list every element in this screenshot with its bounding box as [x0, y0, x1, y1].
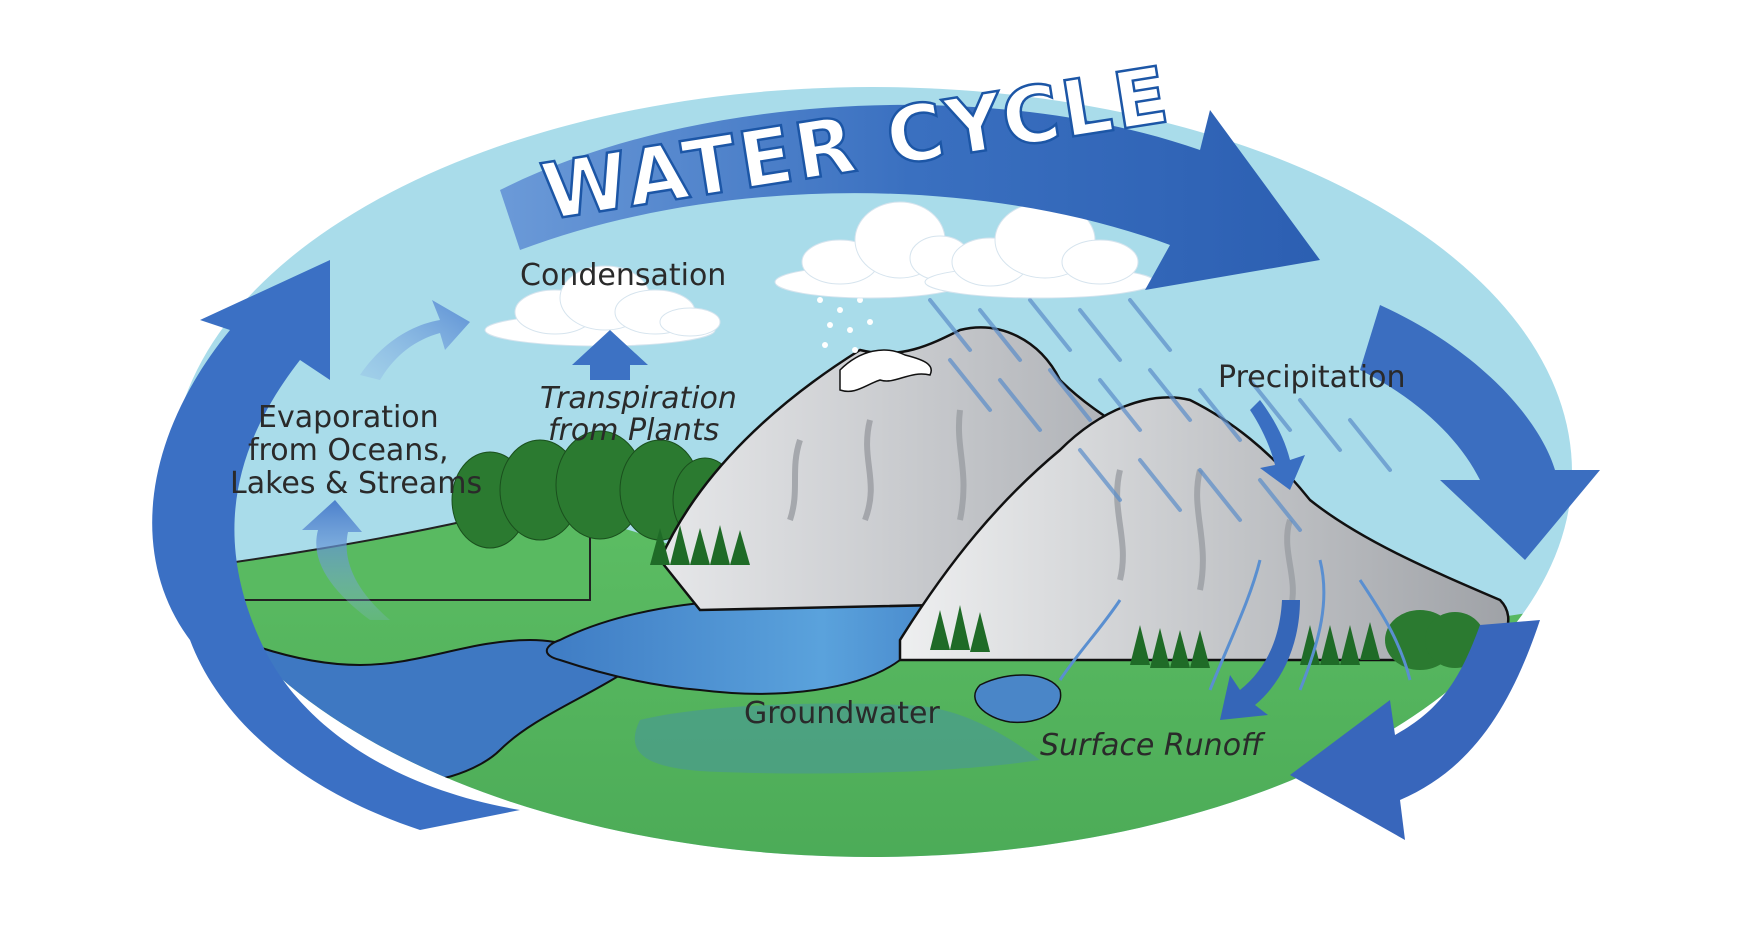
mountain-front	[898, 396, 1510, 662]
label-transpiration-line1: Transpiration	[540, 381, 737, 416]
pine-row	[650, 525, 750, 565]
label-transpiration-line2: from Plants	[548, 413, 719, 448]
precipitation-arrow	[1250, 400, 1305, 490]
snowflakes	[817, 297, 873, 353]
runoff-pond	[974, 674, 1062, 724]
condensation-cloud	[484, 265, 721, 347]
label-evaporation-line3: Lakes & Streams	[230, 466, 482, 501]
label-evaporation-line2: from Oceans,	[248, 433, 448, 468]
groundwater-pool	[634, 703, 1040, 774]
label-evaporation-line1: Evaporation	[258, 400, 439, 435]
label-condensation: Condensation	[520, 258, 726, 293]
label-groundwater: Groundwater	[744, 696, 940, 731]
rock-streaks	[787, 409, 1296, 611]
runoff-streams	[1058, 559, 1412, 691]
label-precipitation: Precipitation	[1218, 360, 1406, 395]
snow-cap	[839, 349, 932, 392]
rain	[928, 298, 1392, 532]
label-surface-runoff: Surface Runoff	[1040, 728, 1266, 763]
bottom-right-cycle-arrow	[1290, 620, 1540, 840]
top-cycle-arrow	[500, 104, 1320, 291]
left-cycle-arrow	[152, 260, 520, 830]
transpiration-arrow	[572, 330, 648, 380]
evaporation-up-arrow	[302, 500, 390, 620]
left-forest	[451, 430, 738, 549]
right-cycle-arrow	[1360, 305, 1600, 560]
evaporation-to-condensation-arrow	[360, 300, 470, 380]
runoff-arrow	[1220, 600, 1300, 720]
